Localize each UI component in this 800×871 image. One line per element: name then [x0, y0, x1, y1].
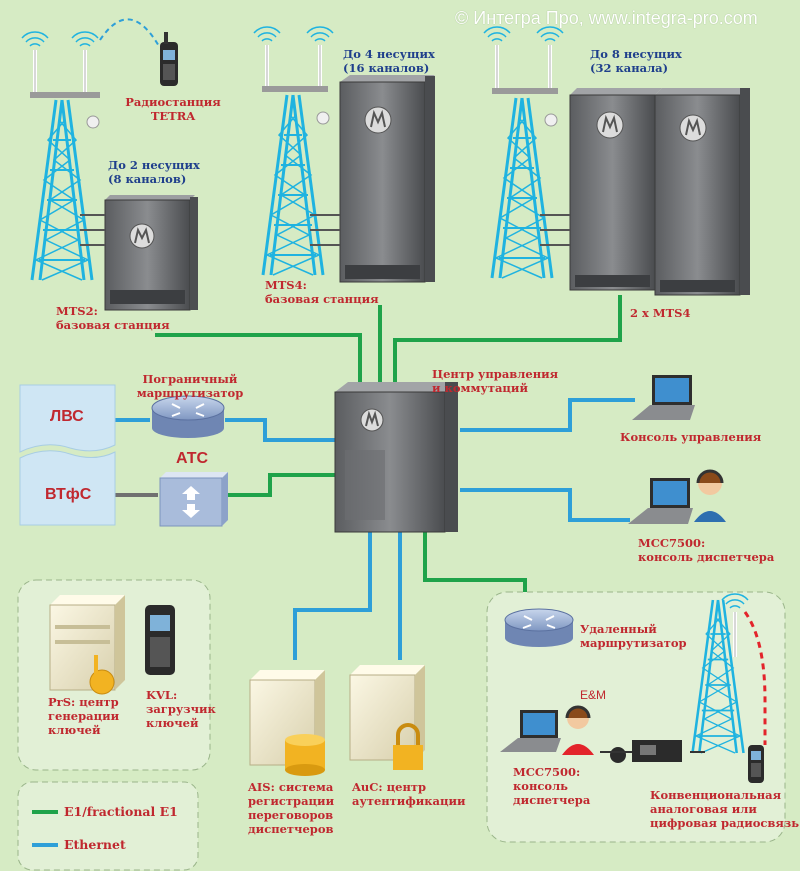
ais-label: AIS: система регистрации переговоров дис…: [248, 780, 335, 836]
cloud-icon: [19, 384, 116, 526]
mcc-remote-label: MCC7500: консоль диспетчера: [513, 765, 591, 807]
mts4x2-capacity-label: До 8 несущих (32 канала): [590, 47, 682, 75]
kvl-label: KVL: загрузчик ключей: [146, 688, 216, 730]
antenna-mount: [30, 92, 100, 98]
server-icon: [49, 595, 125, 691]
tower-icon: [30, 98, 94, 282]
key-icon: [89, 655, 115, 695]
conventional-radio-label: Конвенциональная аналоговая или цифровая…: [650, 788, 800, 830]
auc-label: AuC: центр аутентификации: [352, 780, 466, 808]
lock-icon: [393, 723, 423, 770]
mts4x2-name-label: 2 x MTS4: [630, 306, 691, 320]
radio-handset-icon: [145, 605, 175, 675]
base-station-icon: [339, 75, 435, 283]
mts2-name-label: MTS2: базовая станция: [56, 304, 170, 332]
base-station-icon: [569, 88, 662, 291]
legend-panel: [17, 781, 199, 871]
tetra-radio-label: Радиостанция TETRA: [125, 95, 221, 123]
radio-console-icon: [610, 740, 682, 763]
control-center-cabinet-icon: [334, 382, 458, 533]
tower-icon: [490, 96, 554, 280]
mts4-capacity-label: До 4 несущих (16 каналов): [343, 47, 435, 75]
radio-link: [743, 611, 767, 745]
tower-icon: [261, 93, 325, 277]
border-router-label: Пограничный маршрутизатор: [136, 372, 244, 400]
remote-router-label: Удаленный маршрутизатор: [580, 622, 687, 650]
laptop-icon: [628, 478, 693, 524]
radio-handset-icon: [748, 745, 764, 783]
laptop-icon: [500, 710, 561, 752]
prs-label: PrS: центр генерации ключей: [48, 695, 120, 737]
radio-handset-icon: [160, 32, 178, 86]
em-label: E&M: [580, 688, 607, 702]
laptop-icon: [632, 375, 695, 420]
router-icon: [504, 608, 574, 647]
control-console-label: Консоль управления: [620, 430, 762, 444]
mcc-console-label: MCC7500: консоль диспетчера: [638, 536, 775, 564]
pbx-label: АТС: [176, 450, 209, 467]
radio-link: [99, 18, 161, 49]
server-icon: [249, 670, 325, 766]
pbx-icon: [159, 472, 228, 527]
lan-label: ЛВС: [50, 408, 84, 425]
pstn-label: ВТфС: [45, 486, 92, 503]
legend-e1-label: E1/fractional E1: [64, 804, 178, 819]
antenna-icon: [20, 29, 100, 97]
base-station-icon: [104, 195, 198, 311]
router-icon: [151, 395, 225, 438]
mts4-name-label: MTS4: базовая станция: [265, 278, 379, 306]
operator-icon: [562, 705, 594, 755]
mts2-capacity-label: До 2 несущих (8 каналов): [108, 158, 200, 186]
database-icon: [285, 734, 325, 776]
dish-icon: [86, 115, 100, 129]
base-station-icon: [654, 88, 750, 296]
operator-icon: [694, 469, 726, 522]
control-center-label: Центр управления и коммутаций: [432, 367, 559, 395]
copyright-text: © Интегра Про, www.integra-pro.com: [455, 8, 758, 28]
legend-ethernet-label: Ethernet: [64, 837, 126, 852]
